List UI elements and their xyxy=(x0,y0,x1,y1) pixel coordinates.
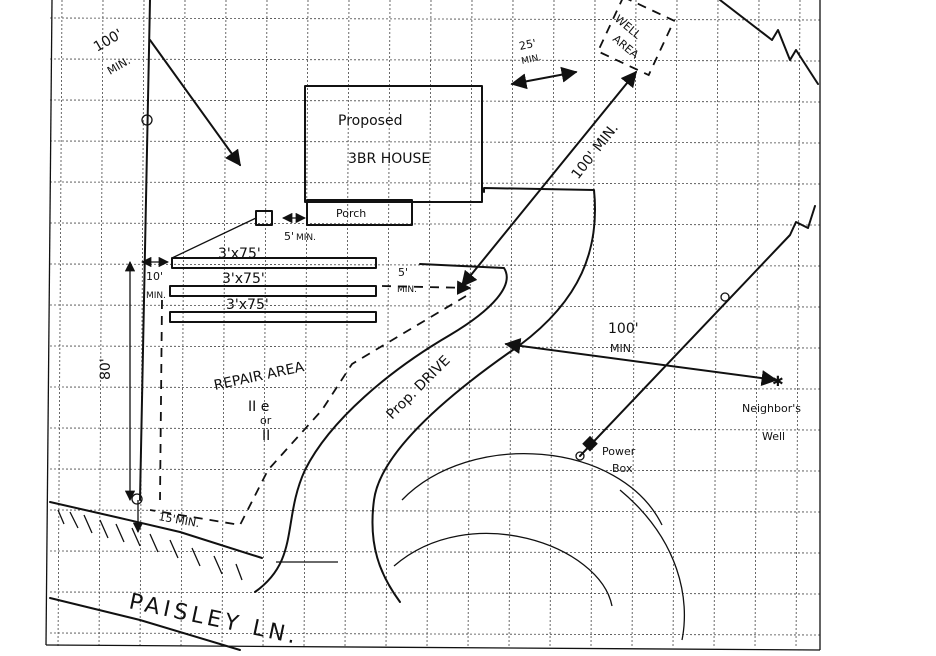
well-setback-arrow xyxy=(510,66,578,90)
porch xyxy=(306,199,413,226)
grid-line-horizontal xyxy=(49,181,821,185)
grid-line-vertical xyxy=(221,0,227,649)
drawing-border-left xyxy=(45,0,53,646)
top-left-setback-min: MIN. xyxy=(105,54,133,77)
side-setback-label: 10' xyxy=(146,270,163,283)
repair-area-or: or xyxy=(260,414,272,427)
property-line-top-right xyxy=(719,0,819,85)
contour-upper xyxy=(401,453,663,526)
grid-line-vertical xyxy=(180,0,186,649)
power-box-line2: Box xyxy=(612,462,633,475)
grid-line-vertical xyxy=(426,0,432,649)
grid-line-vertical xyxy=(795,0,801,649)
grid-line-vertical xyxy=(754,0,760,649)
grid-line-horizontal xyxy=(49,468,821,472)
grid-line-horizontal xyxy=(49,632,821,636)
neighbor-well-arrow xyxy=(504,337,778,387)
grid-line-vertical xyxy=(262,0,268,649)
trench-2 xyxy=(169,285,377,297)
grid-line-vertical xyxy=(672,0,678,649)
top-left-setback-arrow xyxy=(149,39,241,167)
grid-line-vertical xyxy=(303,0,309,649)
side-setback-min: MIN. xyxy=(146,291,166,301)
repair-area-roman2: II xyxy=(262,428,270,444)
driveway-left-edge xyxy=(254,263,508,593)
power-box-marker xyxy=(575,451,585,461)
grid-line-vertical xyxy=(590,0,596,649)
grid-line-vertical xyxy=(57,0,63,649)
field-edge-line xyxy=(159,299,163,501)
property-line-left xyxy=(139,0,151,501)
tank-clearance-label: 5' xyxy=(284,230,294,243)
proposed-house xyxy=(304,85,483,203)
power-box xyxy=(582,435,598,452)
trench-clearance-label: 5' xyxy=(398,266,408,279)
grid-line-horizontal xyxy=(49,58,821,62)
porch-label: Porch xyxy=(336,207,366,220)
neighbor-well-symbol: ✱ xyxy=(772,374,784,390)
top-left-setback-label: 100' xyxy=(91,26,125,55)
grid-line-horizontal xyxy=(49,550,821,554)
neighbor-well-line2: Well xyxy=(762,430,785,443)
drawing-border-bottom xyxy=(45,644,821,651)
contour-outer xyxy=(619,489,685,641)
neighbor-well-line1: Neighbor's xyxy=(742,402,801,415)
grid-line-horizontal xyxy=(49,345,821,349)
trench-3 xyxy=(169,311,377,323)
grid-line-horizontal xyxy=(49,427,821,431)
road-setback-label: 15'MIN. xyxy=(157,510,200,530)
repair-area-boundary xyxy=(149,295,467,526)
trench-1-label: 3'x75' xyxy=(218,246,261,262)
house-label-line2: 3BR HOUSE xyxy=(348,151,430,167)
grid-line-horizontal xyxy=(49,222,821,226)
grid-line-vertical xyxy=(508,0,514,649)
grid-line-horizontal xyxy=(49,509,821,513)
field-length-label: 80' xyxy=(98,358,114,380)
septic-tank xyxy=(255,210,273,226)
tank-outlet-pipe xyxy=(171,217,257,259)
well-to-field-label: 100' MIN. xyxy=(569,120,622,182)
grid-line-horizontal xyxy=(49,17,821,21)
repair-area-label: REPAIR AREA xyxy=(213,359,306,394)
neighbor-well-min: MIN. xyxy=(610,342,634,355)
property-marker-top xyxy=(141,114,153,126)
grid-line-vertical xyxy=(344,0,350,649)
road-hatch xyxy=(57,509,243,581)
grid-line-horizontal xyxy=(49,304,821,308)
well-setback-label: 25' xyxy=(518,37,537,53)
trench-3-label: 3'x75' xyxy=(226,297,269,313)
grid-line-vertical xyxy=(139,0,145,649)
trench-clearance-min: MIN. xyxy=(397,285,417,295)
road-edge-lower xyxy=(49,597,241,651)
grid-line-horizontal xyxy=(49,386,821,390)
grid-line-vertical xyxy=(713,0,719,649)
trench-2-label: 3'x75' xyxy=(222,271,265,287)
road-edge-upper xyxy=(49,501,263,559)
contour-lower xyxy=(393,532,613,607)
power-box-line1: Power xyxy=(602,445,636,458)
repair-area-roman: II e xyxy=(248,399,269,415)
grid-line-vertical xyxy=(98,0,104,649)
grid-line-horizontal xyxy=(49,140,821,144)
grid-line-vertical xyxy=(385,0,391,649)
utility-marker xyxy=(720,292,730,302)
well-setback-min: MIN. xyxy=(521,53,543,67)
grid-line-horizontal xyxy=(49,99,821,103)
grid-line-horizontal xyxy=(49,591,821,595)
trench-1 xyxy=(171,257,377,269)
well-to-field-arrow xyxy=(460,70,638,288)
grid-line-vertical xyxy=(549,0,555,649)
neighbor-well-dist: 100' xyxy=(608,321,639,337)
road-name: PAISLEY LN. xyxy=(127,589,302,650)
house-label-line1: Proposed xyxy=(338,113,402,129)
trench-clearance-arrow xyxy=(381,280,472,295)
tank-clearance-min: MIN. xyxy=(296,233,316,243)
utility-line xyxy=(579,205,816,457)
well-area xyxy=(596,0,676,77)
